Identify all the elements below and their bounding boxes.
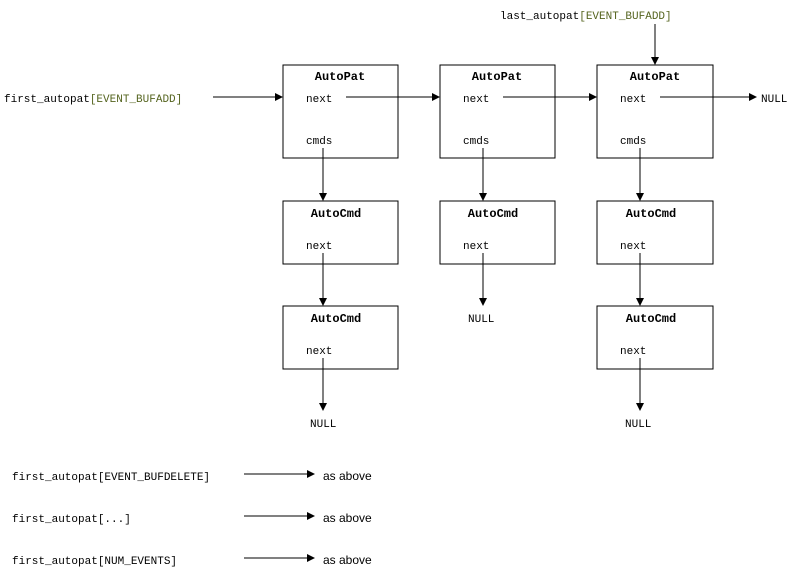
autopat-cmds-1: cmds: [306, 136, 332, 148]
arrow-cmd3a-down: [636, 253, 644, 306]
autocmd-title-3a: AutoCmd: [626, 207, 676, 221]
arrow-cmd3b-to-null: [636, 358, 644, 411]
arrow-autopat1-to-autopat2: [346, 93, 440, 101]
last-autopat-name: last_autopat: [500, 11, 579, 23]
autopat-box-1: [282, 64, 399, 159]
arrow-cmds1-down: [319, 148, 327, 201]
other-event-row-3: first_autopat[NUM_EVENTS] as above: [12, 553, 372, 568]
autocmd-next-3b: next: [620, 346, 646, 358]
first-autopat-index: [EVENT_BUFADD]: [90, 94, 182, 106]
arrow-cmd1b-to-null: [319, 358, 327, 411]
autocmd-node-2a: AutoCmd next: [439, 200, 556, 265]
last-autopat-label: last_autopat[EVENT_BUFADD]: [500, 11, 672, 23]
last-autopat-index: [EVENT_BUFADD]: [579, 11, 671, 23]
autocmd-title-1a: AutoCmd: [311, 207, 361, 221]
arrow-last-to-autopat3: [651, 24, 659, 65]
other-event-note-3: as above: [323, 553, 372, 567]
autocmd-node-3a: AutoCmd next: [596, 200, 714, 265]
autopat-title-3: AutoPat: [630, 70, 680, 84]
autopat-cmds-2: cmds: [463, 136, 489, 148]
autopat-node-1: AutoPat next cmds: [282, 64, 399, 159]
autocmd-title-1b: AutoCmd: [311, 312, 361, 326]
arrow-autopat2-to-autopat3: [503, 93, 597, 101]
autocmd-next-3a: next: [620, 241, 646, 253]
null-label-row: NULL: [761, 94, 787, 106]
arrow-cmd2a-to-null: [479, 253, 487, 306]
other-event-name-1: first_autopat[EVENT_BUFDELETE]: [12, 472, 210, 484]
autocmd-node-1b: AutoCmd next: [282, 305, 399, 370]
arrow-first-to-autopat1: [213, 93, 283, 101]
autocmd-box-1a: [282, 200, 399, 265]
autopat-title-1: AutoPat: [315, 70, 365, 84]
first-autopat-label: first_autopat[EVENT_BUFADD]: [4, 94, 182, 106]
autopat-next-1: next: [306, 94, 332, 106]
autocmd-box-2a: [439, 200, 556, 265]
autocmd-node-3b: AutoCmd next: [596, 305, 714, 370]
autopat-node-3: AutoPat next cmds: [596, 64, 714, 159]
autocmd-next-2a: next: [463, 241, 489, 253]
arrow-autopat3-to-null: [660, 93, 757, 101]
null-label-col2: NULL: [468, 314, 494, 326]
arrow-cmds2-down: [479, 148, 487, 201]
autopat-node-2: AutoPat next cmds: [439, 64, 556, 159]
other-event-note-1: as above: [323, 469, 372, 483]
arrow-cmd1a-down: [319, 253, 327, 306]
autocmd-title-3b: AutoCmd: [626, 312, 676, 326]
autopat-cmds-3: cmds: [620, 136, 646, 148]
null-label-col3: NULL: [625, 419, 651, 431]
autopat-box-2: [439, 64, 556, 159]
autocmd-box-1b: [282, 305, 399, 370]
autocmd-box-3a: [596, 200, 714, 265]
autopat-next-3: next: [620, 94, 646, 106]
other-event-row-2: first_autopat[...] as above: [12, 511, 372, 526]
other-event-row-1: first_autopat[EVENT_BUFDELETE] as above: [12, 469, 372, 484]
other-event-note-2: as above: [323, 511, 372, 525]
null-label-col1: NULL: [310, 419, 336, 431]
autopat-next-2: next: [463, 94, 489, 106]
other-event-name-2: first_autopat[...]: [12, 514, 131, 526]
other-event-name-3: first_autopat[NUM_EVENTS]: [12, 556, 177, 568]
first-autopat-name: first_autopat: [4, 94, 90, 106]
autocmd-box-3b: [596, 305, 714, 370]
autocmd-next-1a: next: [306, 241, 332, 253]
autocmd-node-1a: AutoCmd next: [282, 200, 399, 265]
autocmd-title-2a: AutoCmd: [468, 207, 518, 221]
arrow-cmds3-down: [636, 148, 644, 201]
autocmd-next-1b: next: [306, 346, 332, 358]
autopat-title-2: AutoPat: [472, 70, 522, 84]
